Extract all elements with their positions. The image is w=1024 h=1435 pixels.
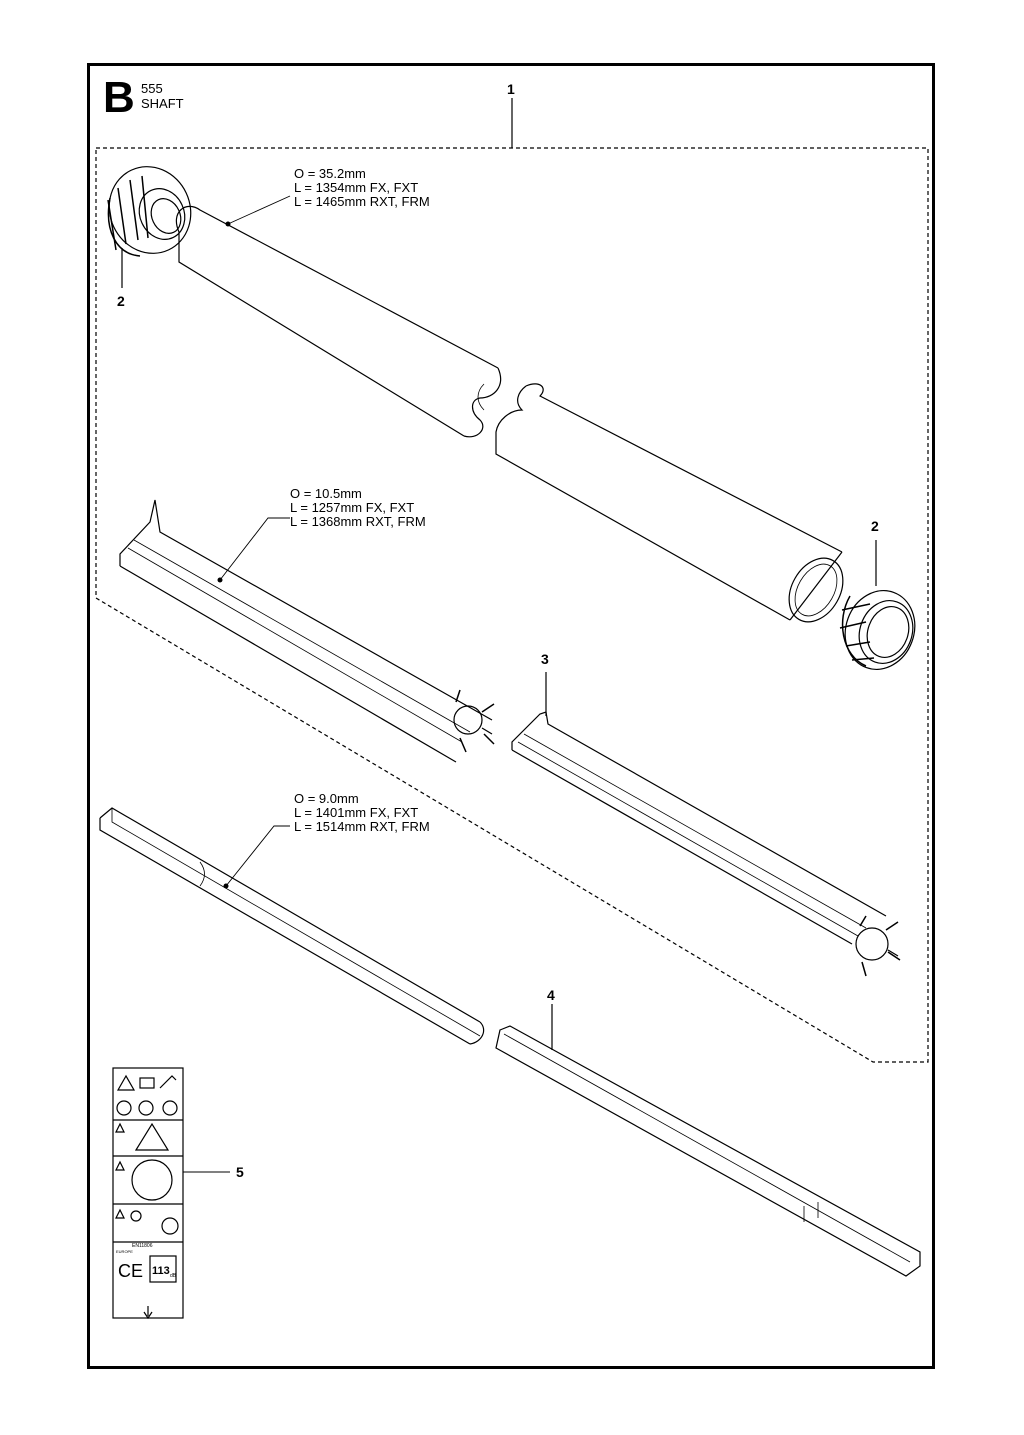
section-letter: B xyxy=(103,73,135,122)
tube-dim-length-fx: L = 1354mm FX, FXT xyxy=(294,180,419,195)
shaft-tube-lower xyxy=(495,383,844,623)
shaft-dim-length-fx: L = 1401mm FX, FXT xyxy=(294,805,419,820)
page-frame xyxy=(87,63,935,1369)
tube-dim-length-rxt: L = 1465mm RXT, FRM xyxy=(294,194,430,209)
liner-right xyxy=(511,711,901,977)
callout-2-top: 2 xyxy=(117,293,125,309)
label-standard: EN11806 xyxy=(132,1243,153,1249)
liner-left xyxy=(119,499,495,763)
tube-dim-diameter: O = 35.2mm xyxy=(294,166,366,181)
callout-3: 3 xyxy=(541,651,549,667)
callout-2-right: 2 xyxy=(871,518,879,534)
leader-tube-dim xyxy=(227,195,291,225)
drive-shaft-lower xyxy=(495,1025,921,1277)
shaft-dim-diameter: O = 9.0mm xyxy=(294,791,359,806)
liner-dim-length-fx: L = 1257mm FX, FXT xyxy=(290,500,415,515)
label-sound-unit: dB xyxy=(170,1273,177,1279)
assembly-boundary xyxy=(95,147,929,1063)
shaft-tube-upper xyxy=(175,205,502,438)
callout-5: 5 xyxy=(236,1164,244,1180)
shaft-dim-length-rxt: L = 1514mm RXT, FRM xyxy=(294,819,430,834)
drive-shaft-upper xyxy=(99,807,485,1045)
label-sound-level: 113 xyxy=(152,1265,170,1277)
end-cap-top xyxy=(107,166,192,257)
model-number: 555 xyxy=(141,81,163,96)
liner-dim-diameter: O = 10.5mm xyxy=(290,486,362,501)
label-ce-mark: CE xyxy=(118,1261,144,1281)
liner-dim-length-rxt: L = 1368mm RXT, FRM xyxy=(290,514,426,529)
leader-shaft-dim xyxy=(225,825,290,887)
callout-1: 1 xyxy=(507,81,515,97)
label-region: EUROPE xyxy=(116,1249,133,1254)
callout-4: 4 xyxy=(547,987,555,1003)
leader-liner-dim xyxy=(219,517,290,581)
page-title: SHAFT xyxy=(141,96,184,111)
warning-label xyxy=(112,1067,184,1320)
end-cap-right xyxy=(839,590,916,670)
